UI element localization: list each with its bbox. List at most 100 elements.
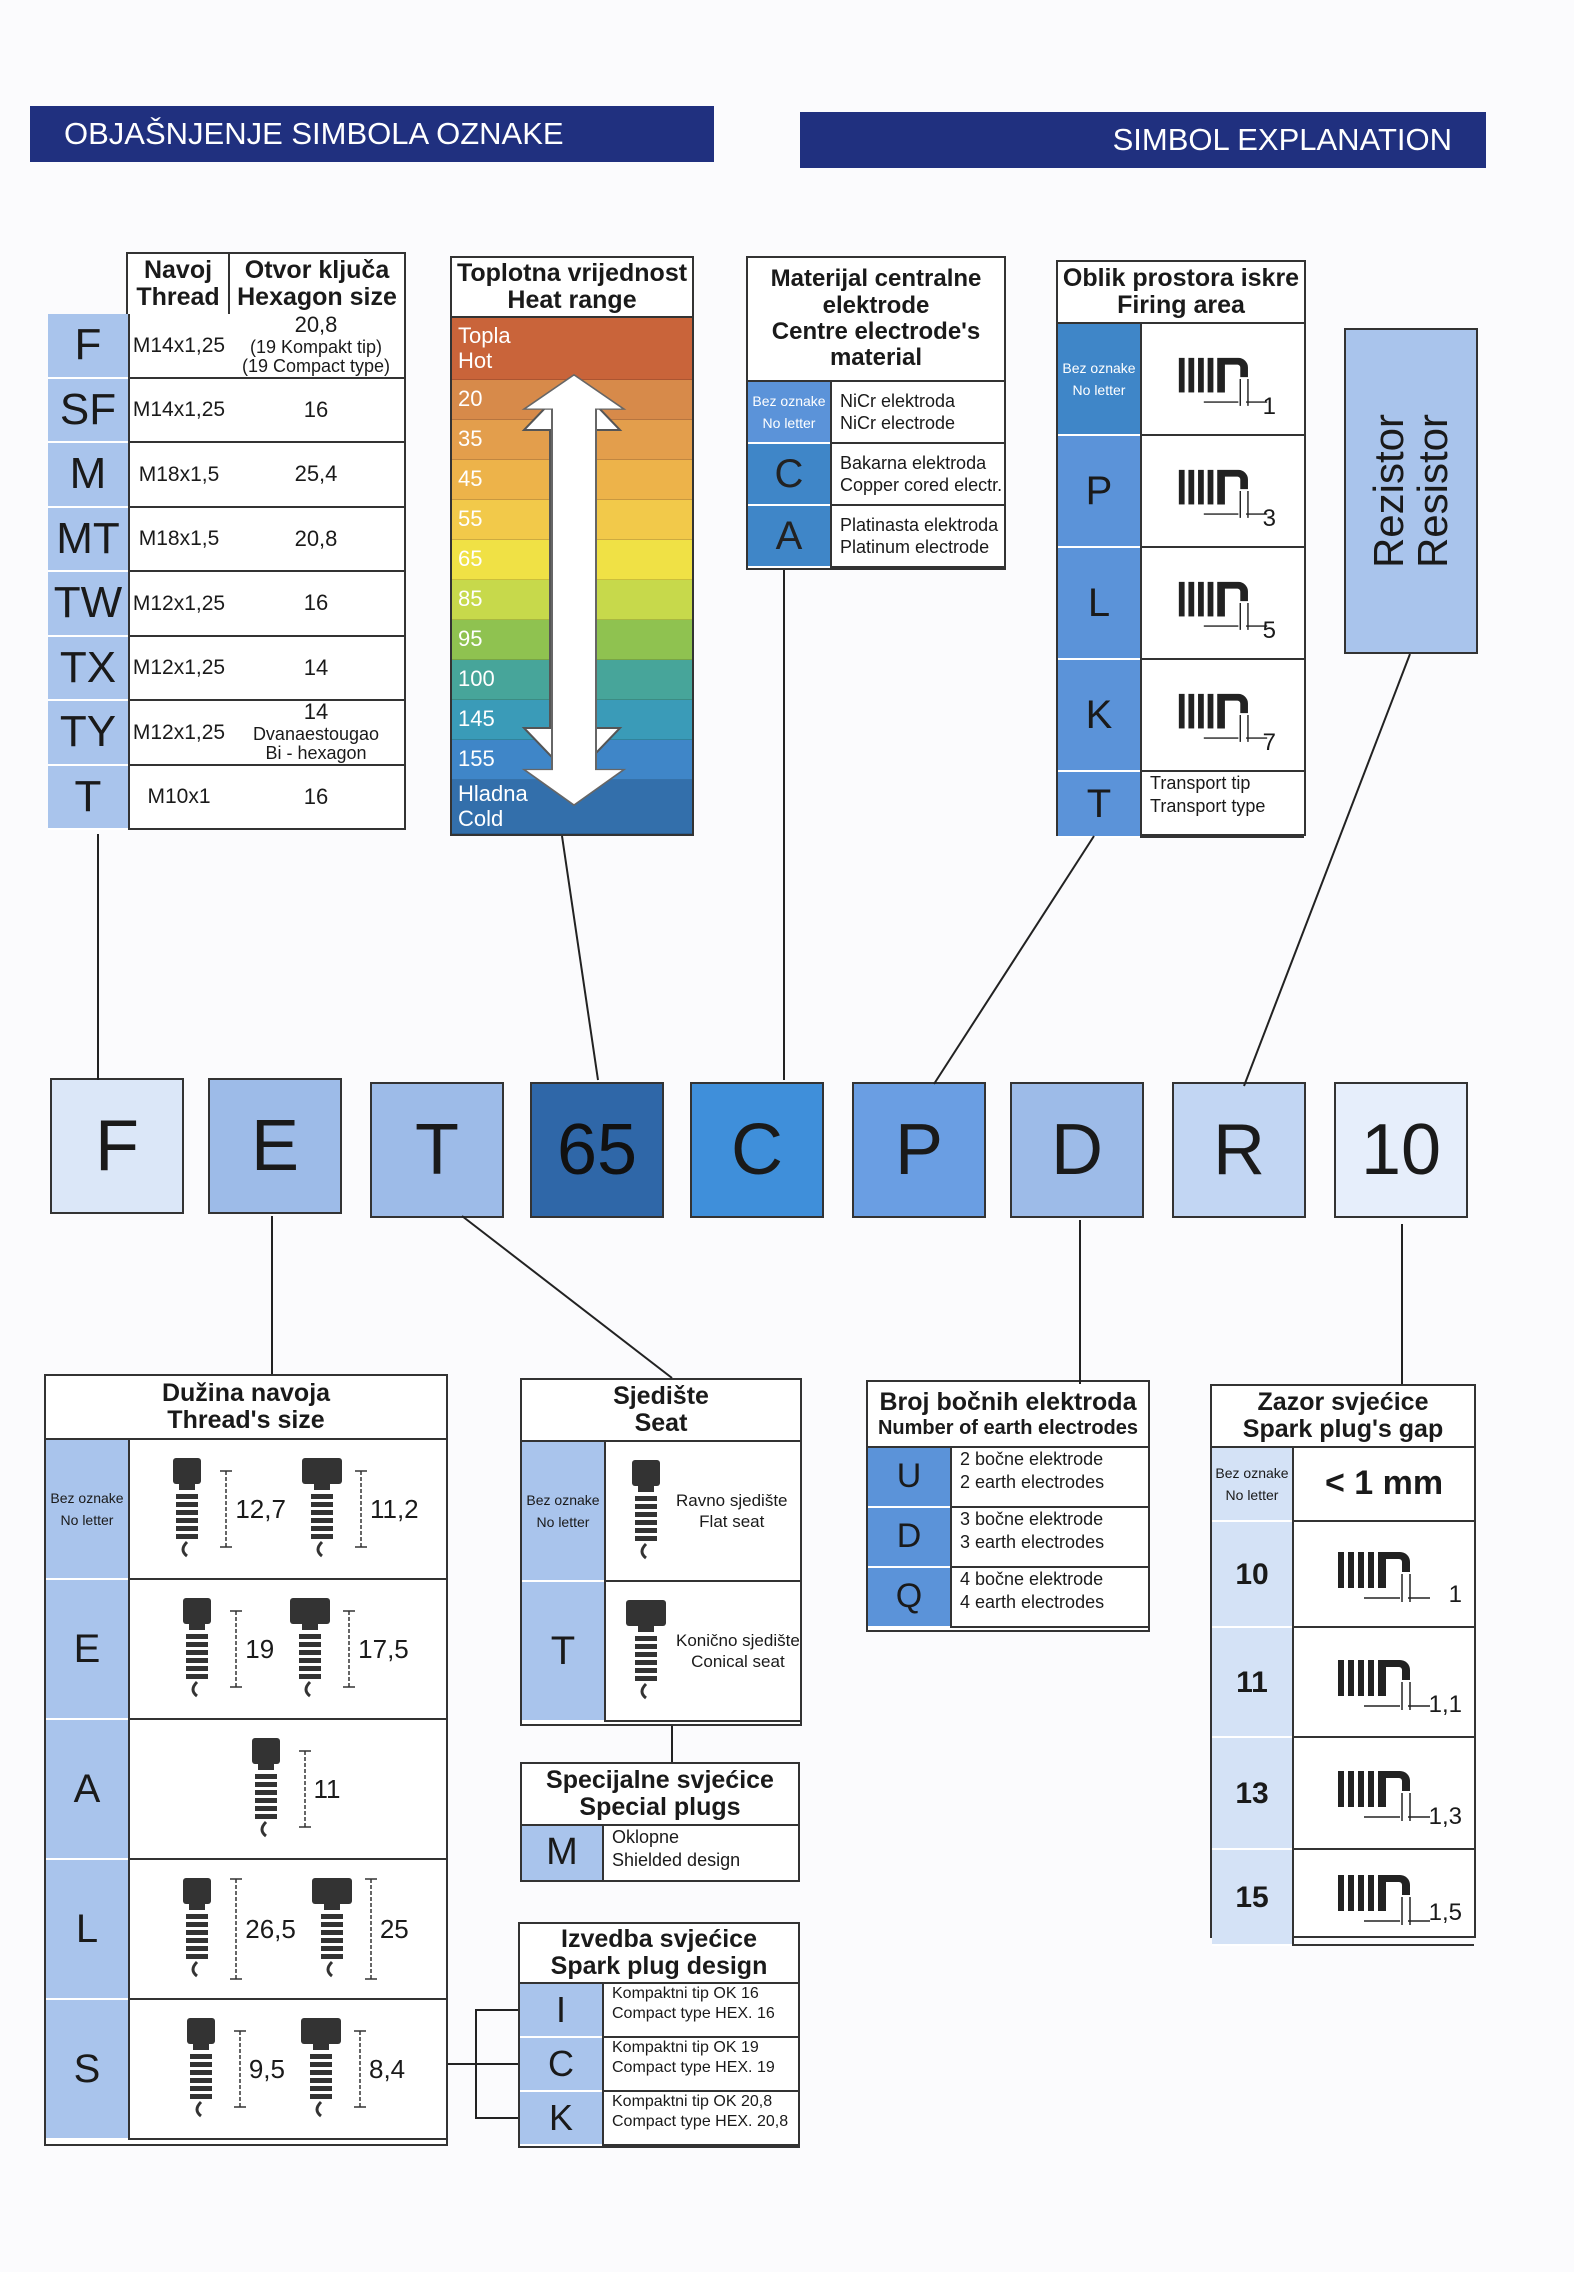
- gap-dim: 1,1: [1428, 1690, 1462, 1718]
- gap-header: Zazor svjećice Spark plug's gap: [1212, 1386, 1474, 1448]
- thread-code: TW: [48, 572, 128, 637]
- hex-note1: Dvanaestougao: [252, 723, 380, 744]
- material-header: Materijal centralne elektrode Centre ele…: [748, 258, 1004, 382]
- spark-plug-icon: [251, 1738, 280, 1838]
- code-box-3: T: [370, 1082, 504, 1218]
- heat-range-title-hr: Toplotna vrijednost: [456, 258, 688, 287]
- material-desc-en: Platinum electrode: [840, 537, 990, 557]
- gap-code-value: 15: [1235, 1880, 1269, 1914]
- header-right-title: SIMBOL EXPLANATION: [1112, 122, 1452, 157]
- gap-code-value: 13: [1235, 1776, 1269, 1810]
- hex-value: 16: [303, 590, 329, 616]
- thread-code: SF: [48, 378, 128, 443]
- hex-value: 16: [303, 783, 329, 809]
- firing-dim: 5: [1262, 616, 1276, 644]
- design-desc-hr: Kompaktni tip OK 19: [612, 2039, 759, 2056]
- electrode-tip-icon: [1178, 693, 1268, 742]
- design-desc-hr: Kompaktni tip OK 16: [612, 1985, 759, 2002]
- thread-value: M18x1,5: [128, 443, 230, 508]
- thread-value: M12x1,25: [128, 636, 230, 701]
- material-code: C: [748, 444, 830, 506]
- dimension-line-icon: [343, 1610, 356, 1688]
- thread-value: M10x1: [128, 765, 230, 830]
- earth-title-en: Number of earth electrodes: [877, 1416, 1139, 1439]
- electrode-tip-icon: [1338, 1875, 1430, 1925]
- thread-size-dim: 11,2: [369, 1493, 419, 1524]
- design-header: Izvedba svjećice Spark plug design: [520, 1924, 798, 1984]
- gap-value: 1,3: [1292, 1738, 1474, 1850]
- material-table: Materijal centralne elektrode Centre ele…: [746, 256, 1006, 570]
- hex-value: 14: [303, 699, 329, 725]
- seat-desc-hr: Konično sjedište: [676, 1630, 800, 1650]
- thread-code: M: [48, 443, 128, 508]
- hex-value-cell: 16: [228, 378, 406, 443]
- thread-size-dim: 9,5: [248, 2053, 285, 2084]
- design-desc-hr: Kompaktni tip OK 20,8: [612, 2093, 773, 2110]
- material-no-letter-en: No letter: [762, 415, 816, 431]
- firing-shape: 3: [1140, 436, 1304, 548]
- material-title-en: Centre electrode's material: [771, 318, 981, 372]
- firing-shape: 5: [1140, 548, 1304, 660]
- dimension-line-icon: [230, 1878, 243, 1980]
- dimension-line-icon: [354, 1470, 367, 1548]
- gap-code-value: 11: [1236, 1665, 1268, 1699]
- heat-value: 145: [458, 706, 495, 732]
- design-table: Izvedba svjećice Spark plug design I Komp…: [518, 1922, 800, 2148]
- seat-desc-en: Flat seat: [699, 1512, 765, 1531]
- gap-code: 11: [1212, 1628, 1292, 1738]
- thread-size-dim: 19: [245, 1633, 275, 1664]
- thread-size-code: S: [46, 2000, 128, 2140]
- gap-value: < 1 mm: [1292, 1448, 1474, 1522]
- thread-size-dim: 11: [313, 1773, 341, 1804]
- firing-code: L: [1058, 548, 1140, 660]
- thread-code: T: [48, 765, 128, 830]
- earth-desc-hr: 4 bočne elektrode: [960, 1569, 1104, 1589]
- seat-code: T: [522, 1582, 604, 1722]
- header-left-title: OBJAŠNJENJE SIMBOLA OZNAKE: [64, 116, 564, 151]
- spark-plug-icon: [290, 1598, 331, 1698]
- thread-code: TY: [48, 701, 128, 766]
- heat-label-hr: Hladna: [458, 781, 528, 807]
- hex-note2: Bi - hexagon: [265, 743, 367, 764]
- gap-no-letter-hr: Bez oznake: [1215, 1464, 1289, 1481]
- thread-size-code: L: [46, 1860, 128, 2000]
- gap-code: 15: [1212, 1850, 1292, 1946]
- firing-code: T: [1058, 772, 1140, 838]
- dimension-line-icon: [354, 2030, 366, 2108]
- seat-no-letter-en: No letter: [536, 1514, 590, 1530]
- thread-col-header: Navoj Thread: [126, 252, 230, 316]
- code-box-6: P: [852, 1082, 986, 1218]
- seat-title-hr: Sjedište: [613, 1381, 709, 1410]
- spark-plug-icon: [186, 2018, 215, 2118]
- seat-desc-en: Conical seat: [691, 1652, 785, 1671]
- spark-plug-icon: [626, 1600, 666, 1700]
- special-en: Shielded design: [612, 1849, 741, 1870]
- firing-transport-en: Transport type: [1150, 795, 1266, 816]
- thread-size-no-letter-hr: Bez oznake: [50, 1489, 124, 1506]
- earth-electrodes-table: Broj bočnih elektroda Number of earth el…: [866, 1380, 1150, 1632]
- earth-code: D: [868, 1508, 950, 1568]
- code-box-8: R: [1172, 1082, 1306, 1218]
- design-title-en: Spark plug design: [550, 1952, 768, 1980]
- design-code: I: [520, 1984, 602, 2038]
- material-desc-en: Copper cored electr.: [840, 475, 1003, 495]
- special-plugs-table: Specijalne svjećice Special plugs M Oklo…: [520, 1762, 800, 1882]
- special-code: M: [522, 1826, 604, 1880]
- spark-plug-icon: [301, 2018, 341, 2118]
- hex-note2: (19 Compact type): [241, 356, 391, 377]
